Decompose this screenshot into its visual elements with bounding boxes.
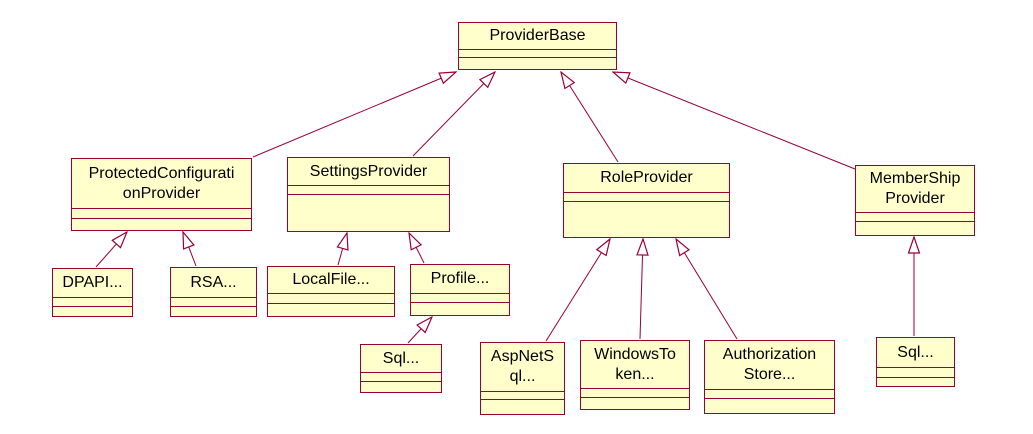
generalization-arrow-profile-provider-to-settings-provider xyxy=(409,233,425,264)
fields-compartment-aspnet-sql-role-provider xyxy=(481,391,564,399)
class-name-windows-token-role-provider: WindowsTo ken... xyxy=(594,345,676,383)
fields-compartment-role-provider xyxy=(564,192,729,201)
generalization-arrow-authorization-store-role-provider-to-role-provider xyxy=(676,239,738,340)
class-name-aspnet-sql-role-provider: AspNetS ql... xyxy=(490,348,555,385)
class-node-dpapi-provider[interactable]: DPAPI... xyxy=(52,268,133,317)
generalization-arrow-local-file-provider-to-settings-provider xyxy=(338,233,347,266)
methods-compartment-provider-base xyxy=(459,57,616,69)
fields-compartment-sql-profile-provider xyxy=(361,372,441,381)
class-name-protected-configuration-provider: ProtectedConfigurati onProvider xyxy=(88,164,235,202)
class-node-membership-provider[interactable]: MemberShip Provider xyxy=(855,165,975,236)
methods-compartment-sql-profile-provider xyxy=(361,381,441,392)
class-name-authorization-store-role-provider: Authorization Store... xyxy=(722,346,817,383)
generalization-arrow-rsa-provider-to-protected-configuration-provider xyxy=(183,232,197,267)
methods-compartment-sql-membership-provider xyxy=(877,377,954,386)
class-node-profile-provider[interactable]: Profile... xyxy=(410,264,510,316)
methods-compartment-dpapi-provider xyxy=(53,306,132,316)
class-name-provider-base: ProviderBase xyxy=(489,27,586,44)
class-node-provider-base[interactable]: ProviderBase xyxy=(458,22,617,70)
class-node-authorization-store-role-provider[interactable]: Authorization Store... xyxy=(704,340,835,414)
class-node-sql-profile-provider[interactable]: Sql... xyxy=(360,344,442,393)
class-name-membership-provider: MemberShip Provider xyxy=(869,170,961,207)
class-node-protected-configuration-provider[interactable]: ProtectedConfigurati onProvider xyxy=(71,158,252,231)
class-name-local-file-provider: LocalFile... xyxy=(292,271,370,288)
fields-compartment-dpapi-provider xyxy=(53,297,132,306)
generalization-arrow-sql-profile-provider-to-profile-provider xyxy=(407,317,432,344)
generalization-arrow-role-provider-to-provider-base xyxy=(561,72,619,163)
methods-compartment-aspnet-sql-role-provider xyxy=(481,399,564,414)
methods-compartment-authorization-store-role-provider xyxy=(705,398,834,413)
generalization-arrow-membership-provider-to-provider-base xyxy=(613,72,856,170)
fields-compartment-settings-provider xyxy=(288,185,449,194)
class-node-settings-provider[interactable]: SettingsProvider xyxy=(287,157,450,232)
class-node-local-file-provider[interactable]: LocalFile... xyxy=(267,266,395,317)
fields-compartment-profile-provider xyxy=(411,293,509,302)
class-name-role-provider: RoleProvider xyxy=(600,169,693,186)
generalization-arrow-windows-token-role-provider-to-role-provider xyxy=(640,239,643,340)
class-name-sql-profile-provider: Sql... xyxy=(382,349,420,367)
class-name-rsa-provider: RSA... xyxy=(190,273,237,291)
fields-compartment-authorization-store-role-provider xyxy=(705,389,834,398)
generalization-arrow-dpapi-provider-to-protected-configuration-provider xyxy=(95,232,127,268)
generalization-arrow-protected-configuration-provider-to-provider-base xyxy=(252,72,456,158)
fields-compartment-protected-configuration-provider xyxy=(72,208,251,218)
class-name-profile-provider: Profile... xyxy=(430,270,490,287)
methods-compartment-local-file-provider xyxy=(268,303,394,316)
fields-compartment-local-file-provider xyxy=(268,293,394,303)
class-node-aspnet-sql-role-provider[interactable]: AspNetS ql... xyxy=(480,342,565,415)
methods-compartment-membership-provider xyxy=(856,221,974,235)
fields-compartment-rsa-provider xyxy=(171,297,256,306)
methods-compartment-rsa-provider xyxy=(171,306,256,316)
generalization-arrow-aspnet-sql-role-provider-to-role-provider xyxy=(545,239,610,342)
class-node-windows-token-role-provider[interactable]: WindowsTo ken... xyxy=(580,340,690,410)
class-name-settings-provider: SettingsProvider xyxy=(309,162,428,180)
methods-compartment-protected-configuration-provider xyxy=(72,218,251,230)
class-node-role-provider[interactable]: RoleProvider xyxy=(563,163,730,238)
generalization-arrow-settings-provider-to-provider-base xyxy=(412,72,495,157)
methods-compartment-role-provider xyxy=(564,201,729,237)
class-name-sql-membership-provider: Sql... xyxy=(897,343,934,361)
fields-compartment-provider-base xyxy=(459,49,616,57)
fields-compartment-membership-provider xyxy=(856,212,974,221)
class-node-sql-membership-provider[interactable]: Sql... xyxy=(876,337,955,387)
methods-compartment-profile-provider xyxy=(411,302,509,315)
fields-compartment-sql-membership-provider xyxy=(877,367,954,377)
methods-compartment-settings-provider xyxy=(288,194,449,231)
methods-compartment-windows-token-role-provider xyxy=(581,397,689,409)
class-node-rsa-provider[interactable]: RSA... xyxy=(170,267,257,317)
class-name-dpapi-provider: DPAPI... xyxy=(62,274,123,291)
fields-compartment-windows-token-role-provider xyxy=(581,388,689,397)
